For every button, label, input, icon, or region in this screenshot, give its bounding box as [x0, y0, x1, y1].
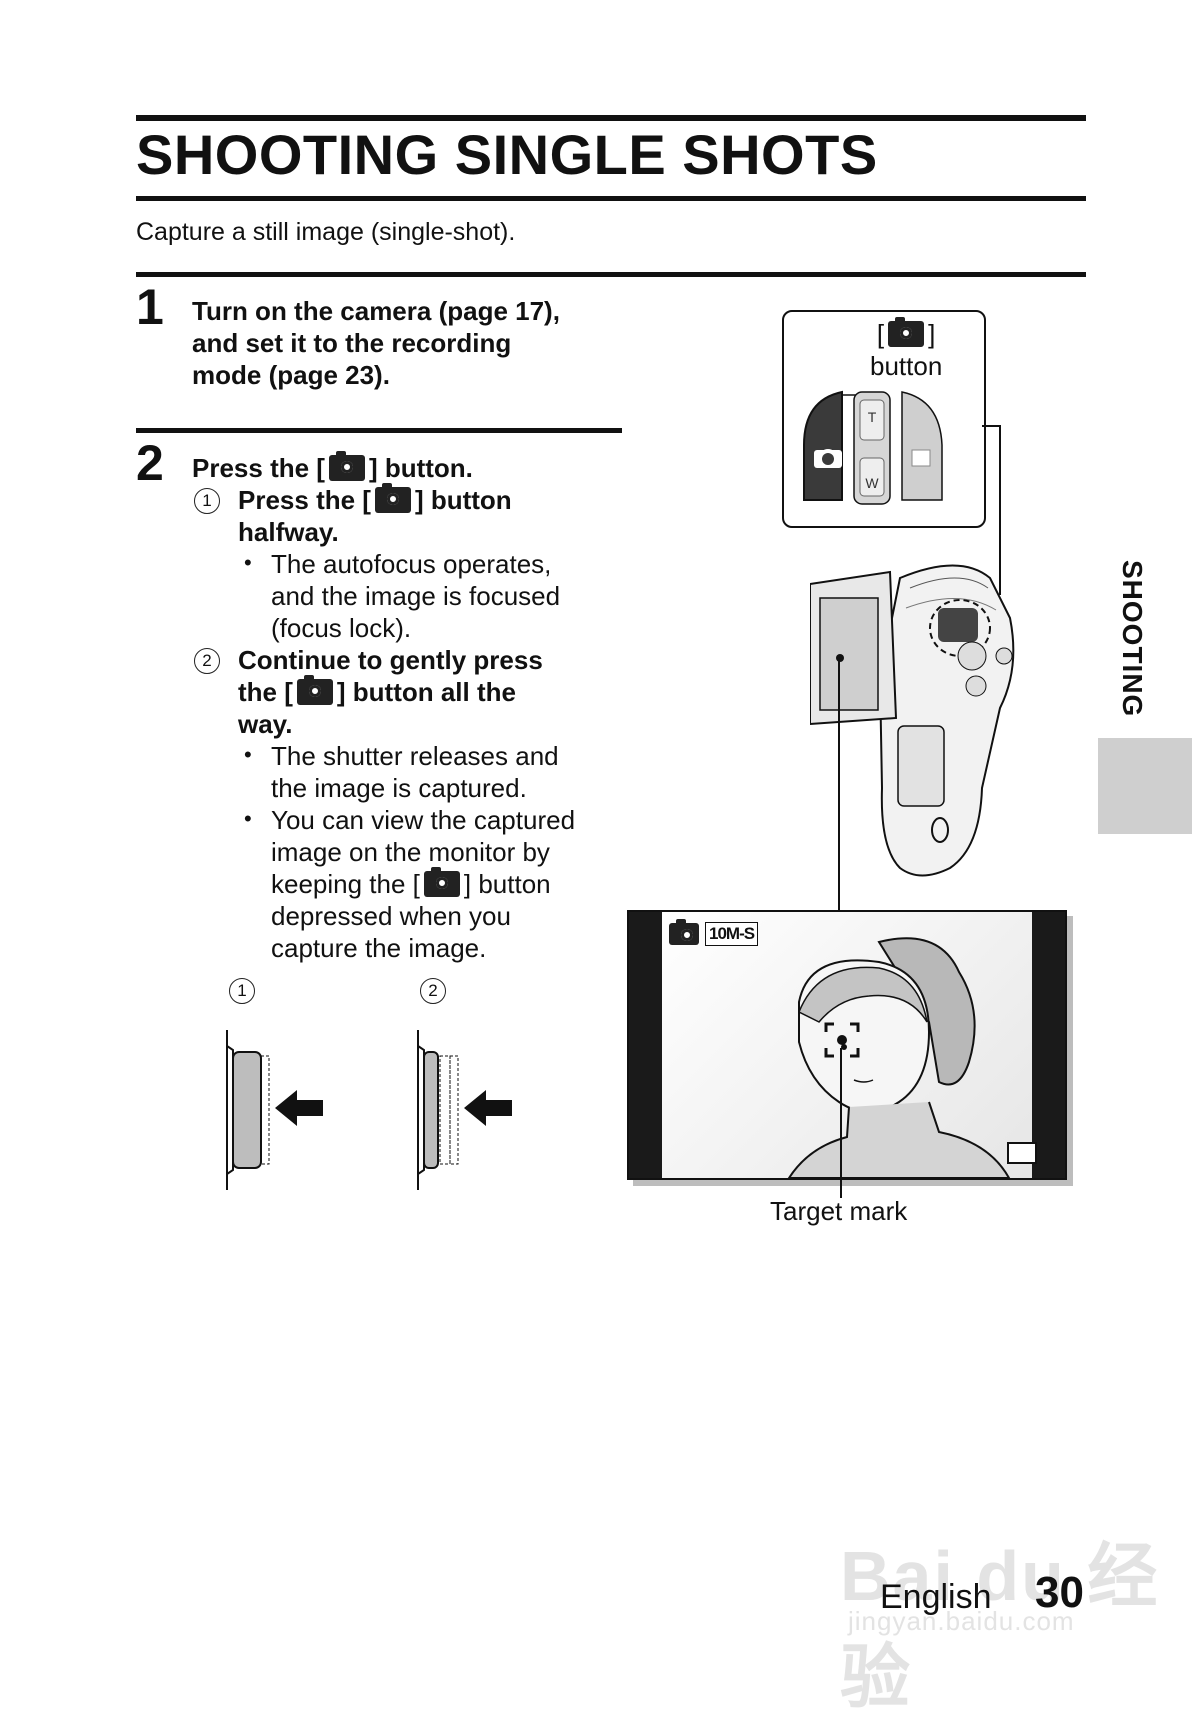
- circled-number: 1: [194, 488, 220, 514]
- page-subtitle: Capture a still image (single-shot).: [136, 218, 516, 246]
- resolution-badge: 10M-S: [705, 922, 759, 946]
- camera-icon: [888, 317, 925, 347]
- step-1-line: and set it to the recording: [192, 328, 512, 358]
- watermark-url: jingyan.baidu.com: [848, 1606, 1075, 1636]
- camera-icon: [328, 451, 365, 481]
- sub-step-1-text: Press the [ ] button halfway.: [238, 483, 512, 548]
- target-leader-line: [840, 1048, 842, 1198]
- title-top-rule: [136, 115, 1086, 121]
- step-1-line: mode (page 23).: [192, 360, 390, 390]
- circled-number: 2: [194, 648, 220, 674]
- bullet-line: image on the monitor by: [271, 837, 550, 867]
- bullet-dot: •: [244, 806, 252, 831]
- step-2-heading-b: ] button.: [368, 453, 473, 483]
- step-1-number: 1: [136, 279, 164, 335]
- sub-step-1-bullet: The autofocus operates, and the image is…: [271, 548, 560, 644]
- sub-step-2-line-2b: ] button all the: [336, 677, 516, 707]
- bullet-line: the image is captured.: [271, 773, 527, 803]
- bullet-dot: •: [244, 742, 252, 767]
- battery-icon: [1007, 1142, 1037, 1164]
- callout-label: [] button: [870, 317, 943, 382]
- camera-buttons-illustration: T W: [803, 390, 943, 505]
- zoom-w-label: W: [865, 475, 879, 491]
- sub-step-2-line-1: Continue to gently press: [238, 645, 543, 675]
- step-1-line: Turn on the camera (page 17),: [192, 296, 560, 326]
- footer-language: English: [880, 1578, 992, 1616]
- bracket-close: ]: [928, 319, 936, 349]
- circled-number: 2: [420, 978, 446, 1004]
- page-number: 30: [1035, 1568, 1084, 1617]
- sub-step-2-line-3: way.: [238, 709, 293, 739]
- shooting-mode-indicator: 10M-S: [665, 919, 759, 946]
- sub-step-1-marker: 1: [194, 488, 220, 514]
- video-icon: [911, 449, 931, 467]
- arrow-left-icon: [464, 1090, 512, 1126]
- bullet-line: The shutter releases and: [271, 741, 559, 771]
- diagram-1-label: 1: [229, 978, 255, 1004]
- arrow-left-icon: [275, 1090, 323, 1126]
- bracket-open: [: [876, 319, 885, 349]
- zoom-t-label: T: [868, 409, 877, 425]
- step-2-number: 2: [136, 435, 164, 491]
- camera-icon: [374, 483, 411, 513]
- bullet-line: (focus lock).: [271, 613, 412, 643]
- bullet-dot: •: [244, 550, 252, 575]
- bullet-line: capture the image.: [271, 933, 487, 963]
- callout-connector: [999, 425, 1001, 595]
- sub-step-1-line-a: Press the [: [238, 485, 371, 515]
- target-mark-icon: [824, 1022, 860, 1058]
- step-2-heading-a: Press the [: [192, 453, 325, 483]
- page-title: SHOOTING SINGLE SHOTS: [136, 123, 878, 186]
- video-rec-button: [901, 391, 943, 501]
- section-rule: [136, 272, 1086, 277]
- step-rule: [136, 428, 622, 433]
- camera-icon: [669, 919, 699, 945]
- full-press-diagram: [417, 1030, 512, 1190]
- callout-connector: [982, 425, 1000, 427]
- title-bottom-rule: [136, 196, 1086, 201]
- sub-step-1-line-b: ] button: [414, 485, 512, 515]
- circled-number: 1: [229, 978, 255, 1004]
- diagram-2-label: 2: [420, 978, 446, 1004]
- bullet-line-b: ] button: [463, 869, 551, 899]
- sub-step-2-marker: 2: [194, 648, 220, 674]
- bullet-line: The autofocus operates,: [271, 549, 552, 579]
- camera-icon: [423, 867, 460, 897]
- sub-step-2-bullet-2: You can view the captured image on the m…: [271, 804, 575, 964]
- side-tab-label: SHOOTING: [1117, 560, 1148, 718]
- camera-body-illustration: [810, 564, 1015, 877]
- lcd-screen: 10M-S: [627, 910, 1067, 1180]
- photo-shutter-button: [803, 390, 843, 501]
- bullet-line: and the image is focused: [271, 581, 561, 611]
- bullet-line: You can view the captured: [271, 805, 576, 835]
- subject-illustration: [787, 937, 1011, 1178]
- step-1-text: Turn on the camera (page 17), and set it…: [192, 295, 560, 391]
- button-label: button: [870, 351, 943, 381]
- sub-step-1-line-2: halfway.: [238, 517, 339, 547]
- bullet-line: depressed when you: [271, 901, 511, 931]
- half-press-diagram: [226, 1030, 323, 1190]
- step-2-heading: Press the [ ] button.: [192, 451, 473, 484]
- sub-step-2-line-2a: the [: [238, 677, 293, 707]
- watermark-logo: Bai du 经验: [840, 1537, 1160, 1716]
- screen-leader-line: [838, 658, 840, 910]
- bullet-line-a: keeping the [: [271, 869, 420, 899]
- sub-step-2-text: Continue to gently press the [ ] button a…: [238, 644, 543, 740]
- target-mark-label: Target mark: [770, 1196, 908, 1226]
- camera-icon: [296, 675, 333, 705]
- side-tab-marker: [1098, 738, 1192, 834]
- sub-step-2-bullet-1: The shutter releases and the image is ca…: [271, 740, 559, 804]
